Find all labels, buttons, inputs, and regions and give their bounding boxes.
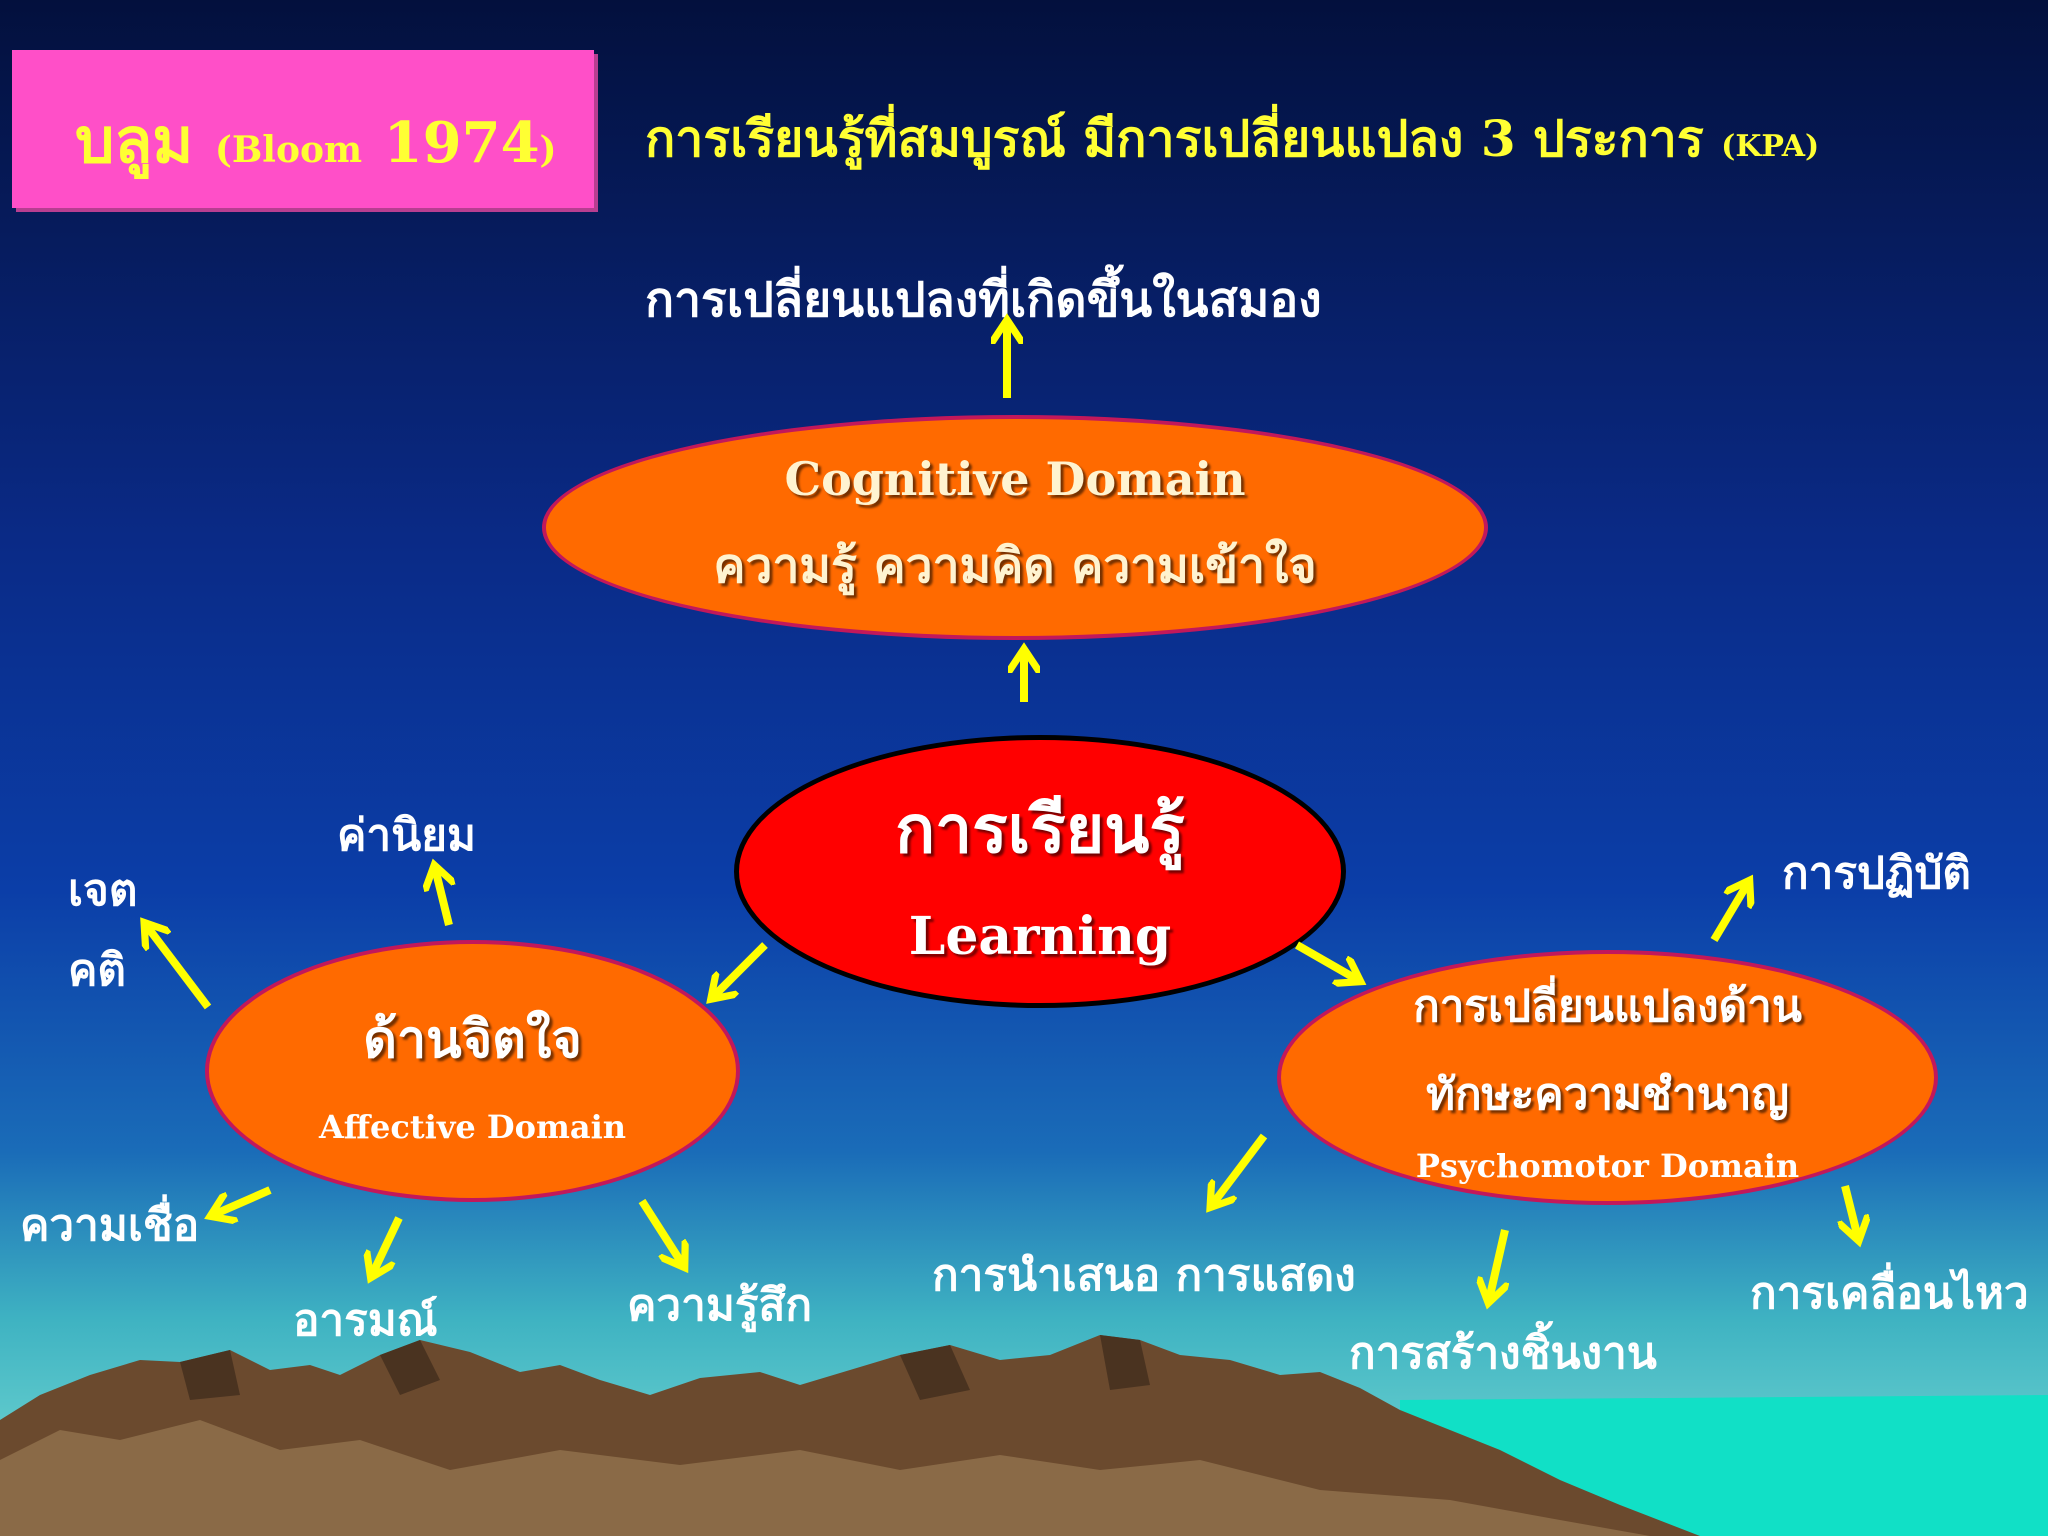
cognitive-subtitle: ความรู้ ความคิด ความเข้าใจ: [713, 537, 1317, 594]
label-movement: การเคลื่อนไหว: [1750, 1268, 2029, 1319]
label-attitude-1: เจต: [68, 865, 138, 916]
title-paren-open: (: [214, 129, 232, 171]
psychomotor-line2: ทักษะความชำนาญ: [1426, 1068, 1789, 1120]
affective-domain-ellipse: ด้านจิตใจ Affective Domain: [205, 940, 740, 1202]
title-year: 1974: [383, 110, 540, 176]
cognitive-title: Cognitive Domain: [784, 451, 1246, 506]
arrow-to-emotion: [372, 1216, 403, 1275]
label-feeling: ความรู้สึก: [627, 1280, 812, 1331]
cognitive-domain-ellipse: Cognitive Domain ความรู้ ความคิด ความเข้…: [542, 415, 1488, 640]
arrow-to-affective: [713, 942, 768, 997]
learning-thai: การเรียนรู้: [895, 789, 1185, 868]
learning-english: Learning: [908, 905, 1172, 967]
title-box: [12, 50, 594, 208]
affective-title-thai: ด้านจิตใจ: [363, 1008, 582, 1070]
label-emotion: อารมณ์: [293, 1295, 438, 1346]
arrow-to-attitude: [146, 925, 212, 1010]
arrow-to-belief: [213, 1186, 272, 1215]
learning-center-ellipse: การเรียนรู้ Learning: [734, 735, 1346, 1008]
psychomotor-title-en: Psychomotor Domain: [1415, 1146, 1800, 1185]
arrow-to-creation: [1489, 1229, 1505, 1300]
title-bloom: Bloom: [231, 129, 363, 171]
title-text: บลูม (Bloom 1974): [75, 92, 557, 190]
label-practice: การปฏิบัติ: [1782, 848, 1971, 899]
psychomotor-domain-ellipse: การเปลี่ยนแปลงด้าน ทักษะความชำนาญ Psycho…: [1277, 950, 1938, 1205]
subtitle-tag: (KPA): [1721, 129, 1820, 164]
label-belief: ความเชื่อ: [20, 1200, 200, 1251]
title-paren-close: ): [539, 129, 557, 171]
slide-subtitle: การเรียนรู้ที่สมบูรณ์ มีการเปลี่ยนแปลง 3…: [645, 100, 1819, 179]
arrow-to-psychomotor: [1295, 941, 1358, 980]
label-values: ค่านิยม: [337, 810, 477, 861]
arrow-to-practice: [1710, 883, 1748, 943]
arrow-to-movement: [1845, 1185, 1858, 1238]
label-presentation: การนำเสนอ การแสดง: [932, 1250, 1356, 1301]
arrow-to-feeling: [638, 1198, 683, 1265]
arrow-to-presentation: [1212, 1133, 1268, 1205]
label-attitude-2: คติ: [68, 945, 127, 996]
affective-title-en: Affective Domain: [318, 1107, 627, 1146]
subtitle-main: การเรียนรู้ที่สมบูรณ์ มีการเปลี่ยนแปลง 3…: [645, 109, 1704, 168]
cognitive-caption: การเปลี่ยนแปลงที่เกิดขึ้นในสมอง: [645, 272, 1322, 328]
psychomotor-line1: การเปลี่ยนแปลงด้าน: [1413, 980, 1802, 1032]
arrow-to-values: [435, 868, 449, 926]
label-creation: การสร้างชิ้นงาน: [1349, 1328, 1657, 1379]
title-thai: บลูม: [75, 104, 194, 177]
